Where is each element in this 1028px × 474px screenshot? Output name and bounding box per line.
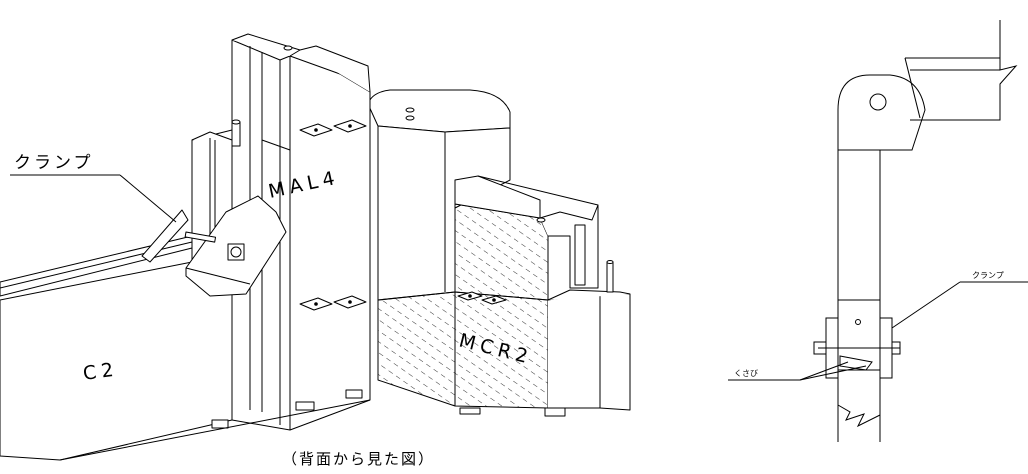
clamp-label: クランプ [14, 153, 94, 173]
left-perspective-view [0, 33, 631, 461]
right-side-view [813, 20, 1018, 442]
mcr2-block [367, 89, 631, 417]
c2-label: C2 [82, 358, 120, 385]
clamp-leader [10, 174, 177, 223]
clamp-side-label: クランプ [972, 271, 1004, 280]
mal4-block [231, 33, 371, 431]
clamp-assembly [141, 195, 287, 297]
wedge-label: くさび [734, 369, 758, 378]
right-leaders [728, 281, 1028, 381]
caption-label: （背面から見た図） [282, 450, 435, 468]
